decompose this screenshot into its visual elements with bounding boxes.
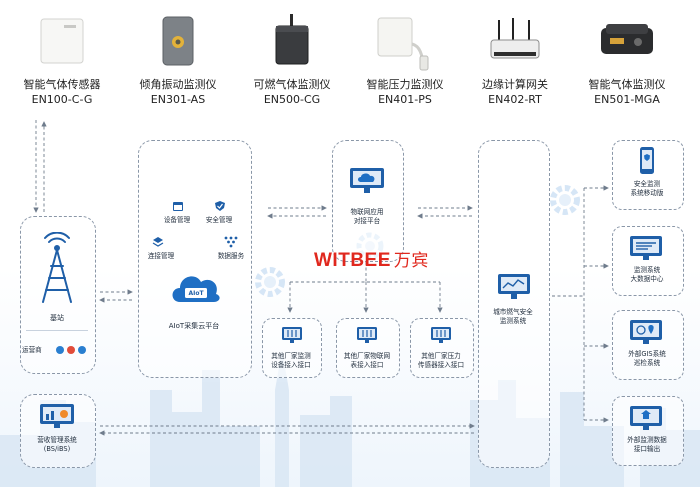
device-management-label: 设备管理 (163, 216, 191, 224)
device-name: 倾角振动监测仪 (139, 78, 217, 91)
edge-gateway-image (490, 18, 540, 59)
output-label-bigdata: 监测系统 大数据中心 (630, 266, 664, 283)
network-nodes-icon (224, 236, 238, 248)
base-station-label: 基站 (50, 314, 64, 322)
interface-label-iot-meter: 其他厂家物联网 表接入接口 (343, 352, 391, 369)
combustible-gas-monitor-image (275, 14, 309, 65)
connection-management-label: 连接管理 (147, 252, 175, 260)
device-name: 智能压力监测仪 (366, 78, 444, 91)
monitor-chart-icon (498, 274, 530, 299)
output-label-external-data: 外部监测数据 接口输出 (627, 436, 667, 453)
device-label-combustible-gas: 可燃气体监测仪 EN500-CG (237, 77, 347, 107)
gear-icon (255, 267, 285, 297)
device-label-gas-sensor: 智能气体传感器 EN100-C-G (7, 77, 117, 107)
device-model: EN301-AS (150, 93, 206, 106)
interface-label-monitoring-device: 其他厂家监测 设备接入接口 (271, 352, 311, 369)
device-model: EN501-MGA (594, 93, 660, 106)
gas-sensor-device-image (40, 18, 84, 64)
gas-monitor-mga-image (601, 24, 653, 54)
device-name: 边缘计算网关 (482, 78, 548, 91)
interface-label-pressure-sensor: 其他厂家压力 传感器接入接口 (417, 352, 465, 369)
cell-tower-icon (42, 232, 72, 303)
gear-icon (550, 185, 580, 215)
iot-app-platform-label: 物联网应用 对接平台 (350, 208, 384, 225)
aiot-platform-box (138, 140, 252, 378)
monitor-equalizer-icon (357, 327, 377, 343)
device-model: EN500-CG (263, 93, 321, 106)
operator-label: 运营商 (22, 346, 42, 354)
iot-app-platform-box (332, 140, 404, 262)
output-label-gis: 外部GIS系统 巡检系统 (628, 350, 666, 367)
output-label-mobile: 安全监测 系统移动版 (630, 180, 664, 197)
monitor-cloud-icon (350, 168, 384, 193)
device-label-edge-gateway: 边缘计算网关 EN402-RT (460, 77, 570, 107)
device-name: 智能气体监测仪 (588, 78, 666, 91)
cloud-icon (172, 276, 220, 302)
divider (26, 330, 88, 331)
monitor-output-icon (630, 406, 662, 430)
monitor-equalizer-icon (431, 327, 451, 343)
aiot-badge: AIoT (188, 290, 204, 297)
device-name: 可燃气体监测仪 (253, 78, 331, 91)
brand-logo-cn: 万宾 (393, 251, 429, 271)
device-name: 智能气体传感器 (23, 78, 101, 91)
tilt-vibration-monitor-image (162, 16, 194, 66)
pressure-monitor-image (377, 17, 429, 71)
mobile-phone-icon (640, 147, 654, 174)
city-gas-safety-system-box (478, 140, 550, 468)
device-model: EN100-C-G (31, 93, 93, 106)
device-model: EN402-RT (488, 93, 542, 106)
operator-logos-icon (56, 346, 86, 354)
monitor-gis-icon (630, 320, 662, 344)
device-label-pressure: 智能压力监测仪 EN401-PS (350, 77, 460, 107)
device-label-gas-monitor-mga: 智能气体监测仪 EN501-MGA (572, 77, 682, 107)
billing-system-label: 营收管理系统 (BS/iBS) (37, 436, 77, 453)
monitor-equalizer-icon (282, 327, 302, 343)
monitor-chart-icon (40, 404, 74, 428)
aiot-platform-label: AIoT采集云平台 (168, 322, 220, 330)
monitor-dashboard-icon (630, 236, 662, 260)
data-service-label: 数据服务 (217, 252, 245, 260)
brand-logo-en: WITBEE (314, 250, 391, 271)
device-label-tilt-vibration: 倾角振动监测仪 EN301-AS (123, 77, 233, 107)
shield-check-icon (215, 201, 225, 211)
security-management-label: 安全管理 (205, 216, 233, 224)
layers-icon (152, 237, 164, 247)
calendar-icon (173, 202, 183, 211)
device-model: EN401-PS (378, 93, 432, 106)
city-gas-safety-system-label: 城市燃气安全 监测系统 (493, 308, 533, 325)
